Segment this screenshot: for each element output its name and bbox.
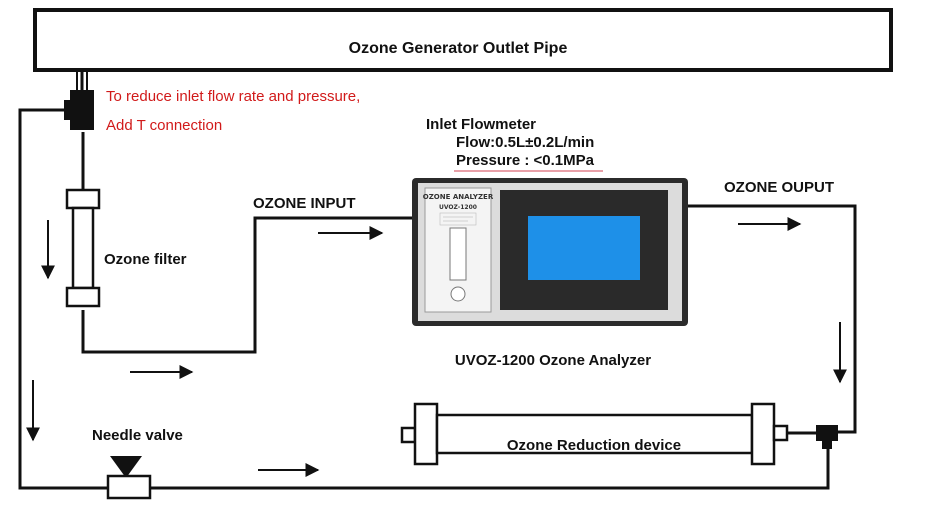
flowmeter-knob — [450, 286, 466, 302]
needle-valve — [106, 456, 152, 500]
analyzer-caption: UVOZ-1200 Ozone Analyzer — [455, 352, 651, 369]
ozone-input-label: OZONE INPUT — [253, 195, 356, 212]
analyzer-brand: OZONE ANALYZER — [423, 193, 494, 201]
t-connection — [64, 70, 94, 130]
ozone-filter-label: Ozone filter — [104, 251, 187, 268]
outlet-pipe-label: Ozone Generator Outlet Pipe — [349, 40, 568, 57]
needle-valve-handle — [110, 456, 142, 478]
reduction-device-label: Ozone Reduction device — [507, 437, 681, 454]
flowmeter-tube — [449, 227, 467, 281]
analyzer-model: UVOZ-1200 — [439, 204, 477, 211]
reduction-t-connector — [816, 425, 838, 449]
ozone-reduction-device — [400, 402, 789, 466]
needle-valve-label: Needle valve — [92, 427, 183, 444]
flowmeter-pressure: Pressure : <0.1MPa — [456, 152, 595, 169]
tubing — [18, 70, 857, 490]
ozone-analyzer: OZONE ANALYZER UVOZ-1200 — [412, 178, 688, 326]
outlet-pipe: Ozone Generator Outlet Pipe — [33, 8, 893, 72]
ozone-output-label: OZONE OUPUT — [724, 179, 834, 196]
flow-arrows — [26, 217, 847, 477]
analyzer-screen — [528, 216, 640, 280]
flowmeter-title: Inlet Flowmeter — [426, 116, 536, 133]
note-line-2: Add T connection — [106, 117, 222, 134]
note-line-1: To reduce inlet flow rate and pressure, — [106, 88, 360, 105]
flowmeter-flow: Flow:0.5L±0.2L/min — [456, 134, 594, 151]
ozone-filter — [65, 188, 101, 308]
